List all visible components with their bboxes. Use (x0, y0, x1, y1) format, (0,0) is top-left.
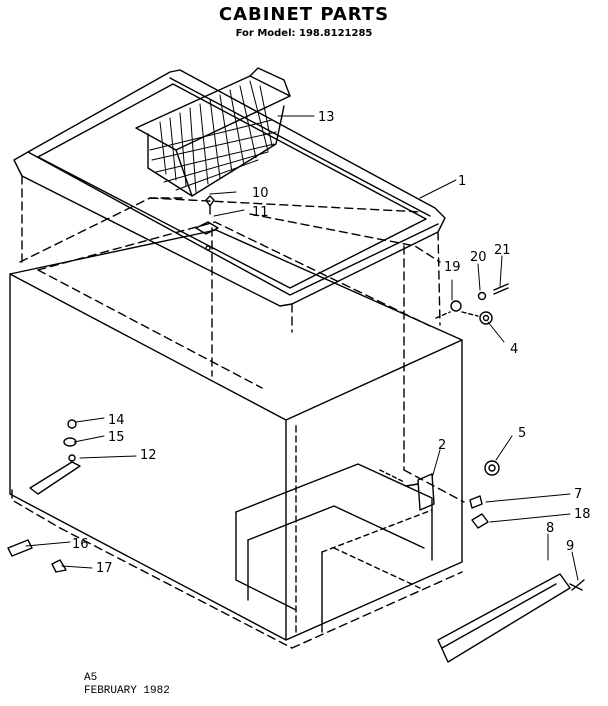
callout-13: 13 (318, 110, 335, 125)
callout-21: 21 (494, 243, 511, 258)
hidden-lines (11, 175, 465, 649)
callout-8: 8 (546, 521, 554, 536)
callout-18: 18 (574, 507, 591, 522)
callout-4: 4 (510, 342, 518, 357)
callout-12: 12 (140, 448, 157, 463)
callout-19: 19 (444, 260, 461, 275)
basket-part[interactable] (135, 67, 291, 197)
callout-5: 5 (518, 426, 526, 441)
callout-20: 20 (470, 250, 487, 265)
lid-part[interactable] (13, 69, 446, 307)
control-part[interactable] (379, 469, 435, 511)
leader-lines (25, 115, 579, 581)
callout-11: 11 (252, 205, 269, 220)
drain-cap-parts[interactable] (7, 539, 67, 573)
callout-17: 17 (96, 561, 113, 576)
callout-1: 1 (458, 174, 466, 189)
callout-10: 10 (252, 186, 269, 201)
footer-code: A5 (84, 672, 98, 684)
callout-2: 2 (438, 438, 446, 453)
callout-labels: 13 1 10 11 19 20 21 4 14 15 12 2 5 7 18 … (72, 110, 591, 576)
lock-parts[interactable] (195, 195, 219, 251)
hinge-hardware[interactable] (435, 283, 509, 325)
grille-part[interactable] (437, 573, 585, 663)
callout-16: 16 (72, 537, 89, 552)
callout-15: 15 (108, 430, 125, 445)
page-title: CABINET PARTS (218, 4, 390, 25)
drain-parts[interactable] (29, 419, 81, 495)
callout-9: 9 (566, 539, 574, 554)
model-subtitle: For Model: 198.8121285 (235, 28, 373, 39)
footer-date: FEBRUARY 1982 (84, 685, 170, 697)
knob-part[interactable] (469, 460, 500, 529)
cabinet-body (9, 229, 463, 641)
callout-7: 7 (574, 487, 582, 502)
callout-14: 14 (108, 413, 125, 428)
